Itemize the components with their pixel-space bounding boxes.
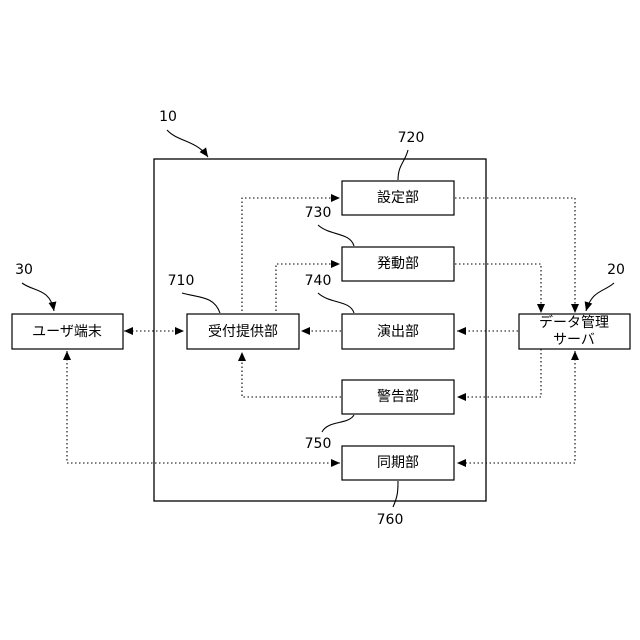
leader-setting — [398, 150, 408, 180]
sync-box: 同期部 — [342, 446, 454, 480]
connector-accept-trigger — [276, 264, 340, 315]
leader-system — [167, 130, 208, 157]
ref-number-system: 10 — [159, 109, 177, 125]
accept-provide-box: 受付提供部 — [187, 314, 299, 349]
leader-trigger — [318, 225, 354, 246]
warning-box: 警告部 — [342, 380, 454, 414]
warning-label: 警告部 — [377, 389, 419, 405]
ref-number-server: 20 — [607, 262, 625, 278]
presentation-box: 演出部 — [342, 314, 454, 349]
ref-number-presentation: 740 — [305, 273, 332, 289]
data-server-label-line1: データ管理 — [539, 314, 609, 331]
user-terminal-box: ユーザ端末 — [12, 314, 123, 349]
ref-number-accept-provide: 710 — [168, 273, 195, 289]
data-server-box: データ管理 サーバ — [519, 314, 630, 349]
leader-sync — [393, 481, 398, 507]
user-terminal-label: ユーザ端末 — [32, 324, 102, 340]
connector-warning-accept — [242, 352, 341, 397]
leader-terminal — [22, 283, 54, 311]
leader-server — [586, 283, 614, 311]
trigger-label: 発動部 — [377, 256, 419, 272]
presentation-label: 演出部 — [377, 324, 419, 340]
connector-terminal-sync — [67, 351, 340, 463]
setting-label: 設定部 — [377, 190, 419, 206]
connector-setting-server — [455, 198, 575, 313]
connector-server-warning — [457, 349, 541, 397]
accept-provide-label: 受付提供部 — [208, 324, 278, 340]
leader-warning — [322, 415, 354, 432]
ref-number-sync: 760 — [377, 512, 404, 528]
ref-number-terminal: 30 — [15, 262, 33, 278]
trigger-box: 発動部 — [342, 247, 454, 281]
connector-trigger-server — [455, 264, 541, 313]
setting-box: 設定部 — [342, 181, 454, 215]
ref-number-trigger: 730 — [305, 205, 332, 221]
sync-label: 同期部 — [377, 455, 419, 471]
data-server-label-line2: サーバ — [553, 332, 595, 348]
leader-presentation — [318, 293, 354, 313]
ref-number-setting: 720 — [398, 130, 425, 146]
connector-server-sync — [457, 351, 575, 463]
ref-number-warning: 750 — [305, 436, 332, 452]
leader-accept-provide — [182, 293, 220, 313]
